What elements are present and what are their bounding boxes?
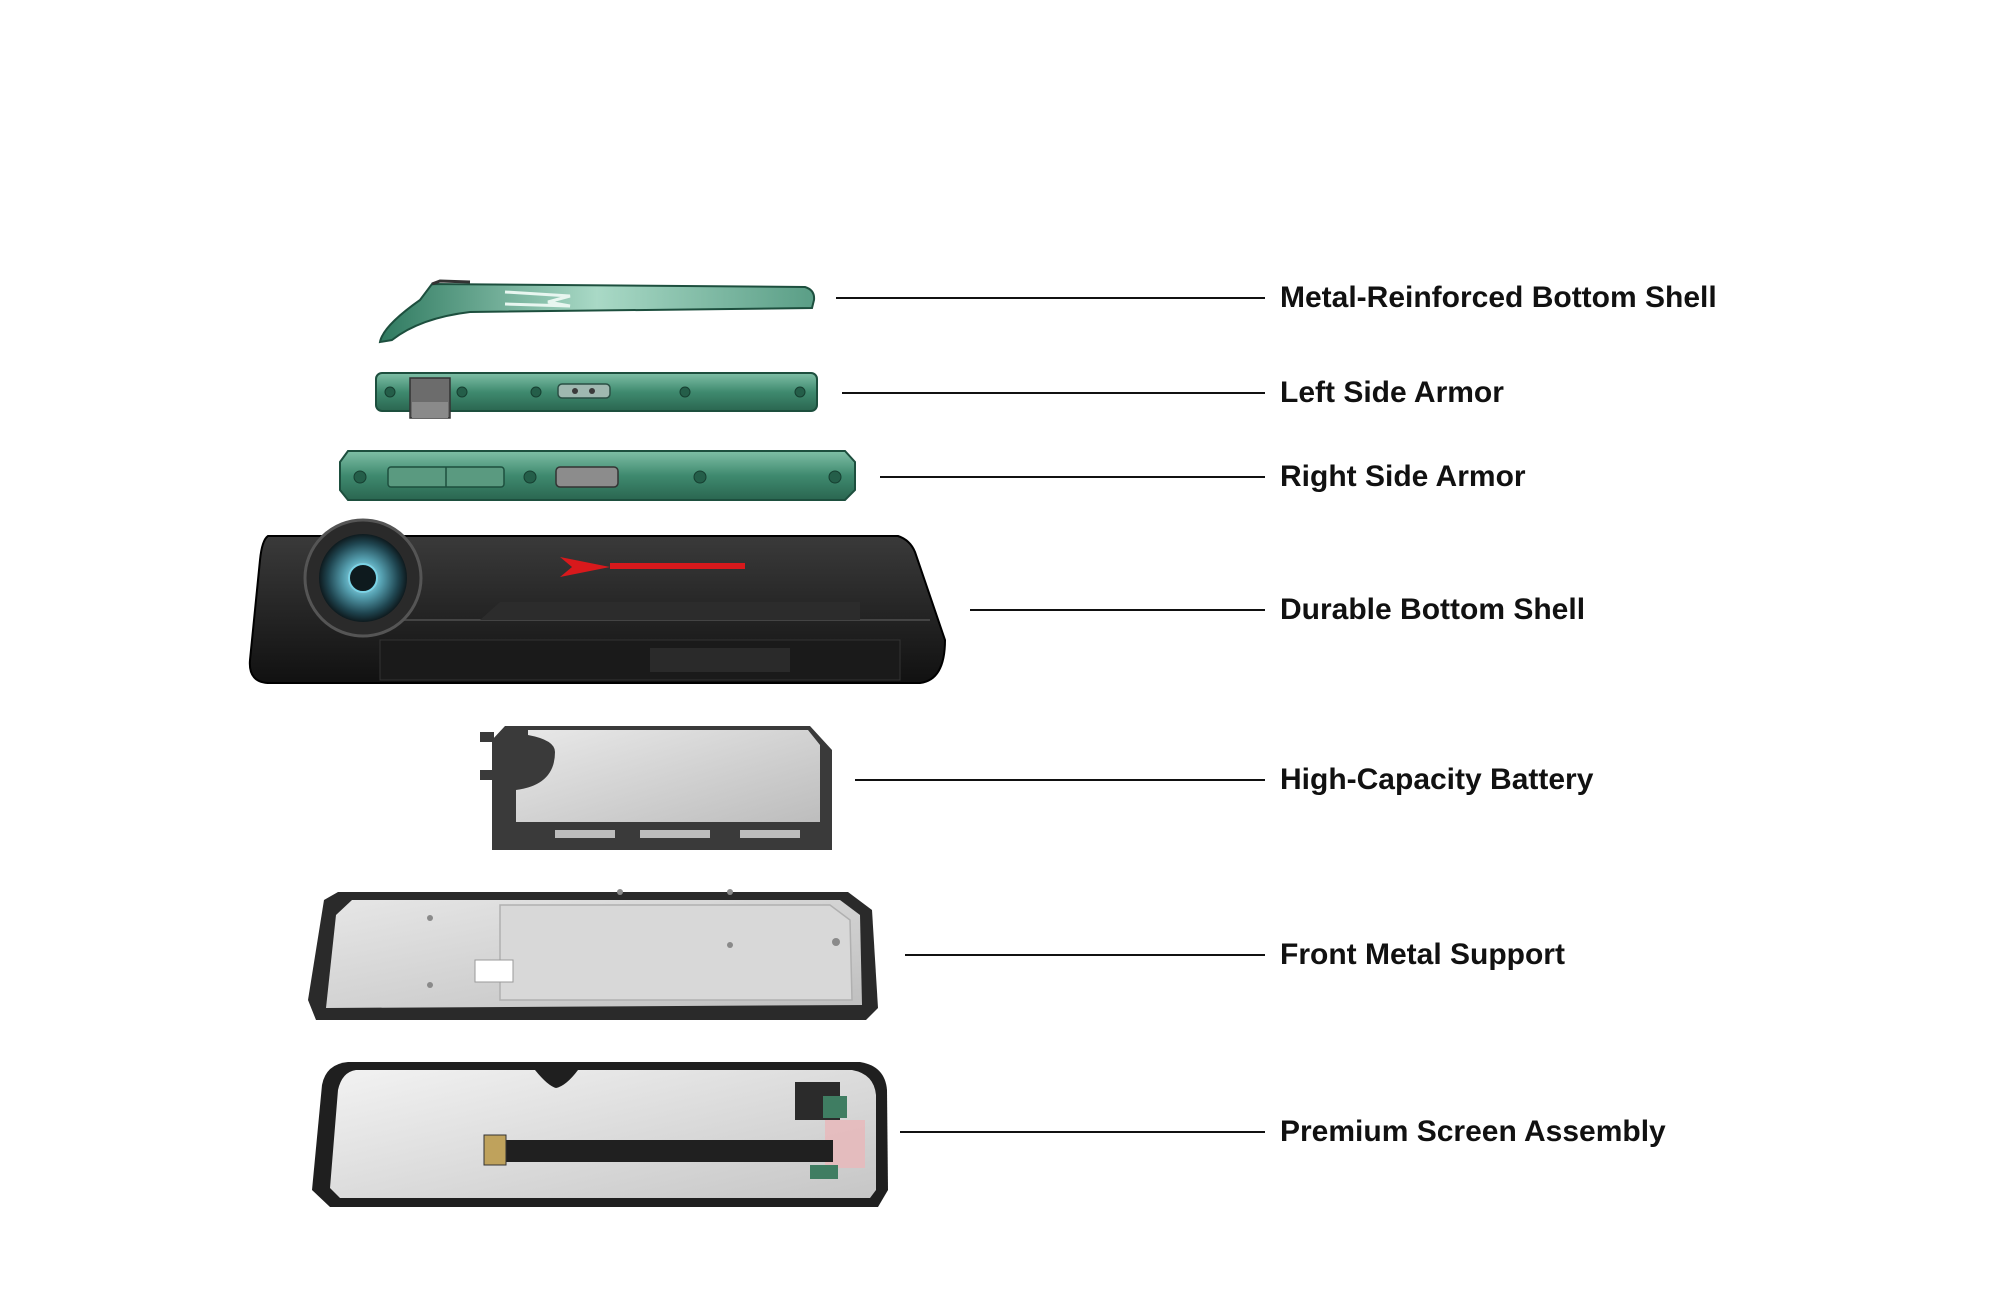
label-metal-reinforced-bottom-shell: Metal-Reinforced Bottom Shell xyxy=(1280,281,1717,314)
label-front-metal-support: Front Metal Support xyxy=(1280,938,1565,971)
label-right-side-armor: Right Side Armor xyxy=(1280,460,1526,493)
label-premium-screen-assembly: Premium Screen Assembly xyxy=(1280,1115,1666,1148)
front-metal-support-illustration xyxy=(308,889,878,1020)
durable-bottom-shell-illustration xyxy=(248,518,947,684)
metal-reinforced-bottom-shell-illustration xyxy=(378,279,816,344)
label-high-capacity-battery: High-Capacity Battery xyxy=(1280,763,1594,796)
premium-screen-assembly-illustration xyxy=(312,1062,888,1207)
high-capacity-battery-illustration xyxy=(480,726,832,850)
label-durable-bottom-shell: Durable Bottom Shell xyxy=(1280,593,1586,626)
left-side-armor-illustration xyxy=(375,372,818,419)
leader-lines xyxy=(836,297,1265,1133)
label-left-side-armor: Left Side Armor xyxy=(1280,376,1504,409)
right-side-armor-illustration xyxy=(339,450,856,501)
